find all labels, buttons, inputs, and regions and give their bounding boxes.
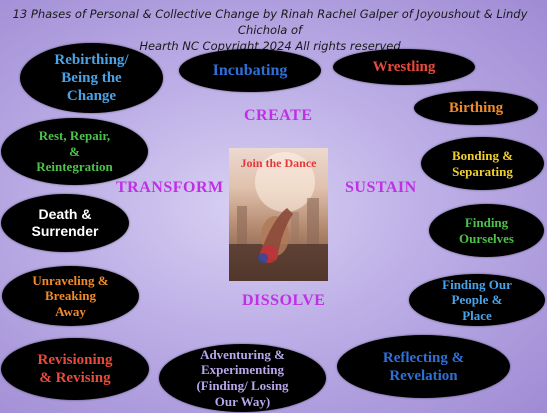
- label-dissolve: DISSOLVE: [242, 292, 326, 309]
- phase-label-line: Being the: [61, 70, 122, 86]
- photo-caption: Join the Dance: [240, 156, 317, 170]
- phase-label-line: Revelation: [389, 367, 458, 384]
- phase-label: Bonding &Separating: [452, 148, 513, 179]
- phase-label-line: Finding Our: [442, 276, 512, 292]
- label-create: CREATE: [244, 107, 313, 124]
- phase-label-line: Wrestling: [372, 59, 436, 75]
- phase-death-surrender: Death &Surrender: [1, 194, 129, 252]
- phase-label: Wrestling: [373, 58, 436, 76]
- dancer-illustration: [229, 152, 328, 281]
- phase-label-line: Rest, Repair,: [38, 128, 111, 144]
- phase-label: Revisioning & Revising: [37, 351, 112, 387]
- dancer-photo: Join the Dance: [229, 148, 328, 281]
- phase-birthing: Birthing: [414, 91, 538, 125]
- phase-label-line: Birthing: [448, 100, 504, 116]
- phase-label-line: Place: [462, 307, 492, 323]
- phase-bonding: Bonding &Separating: [421, 137, 544, 190]
- label-transform: TRANSFORM: [116, 179, 224, 196]
- phase-label-line: Experimenting: [200, 362, 285, 378]
- phase-label: Reflecting &Revelation: [383, 349, 464, 385]
- phase-label-line: Rebirthing/: [54, 52, 129, 68]
- phase-label: Birthing: [449, 99, 503, 117]
- phase-label: Rest, Repair,&Reintegration: [36, 128, 113, 175]
- phase-label: Incubating: [213, 61, 288, 80]
- phase-label-line: Reflecting &: [382, 349, 465, 366]
- phase-label-line: &: [69, 143, 80, 159]
- phase-label-line: (Finding/ Losing: [196, 378, 289, 393]
- phase-label-line: Separating: [452, 163, 513, 179]
- label-sustain: SUSTAIN: [345, 179, 417, 196]
- phase-label-line: Change: [66, 88, 117, 104]
- phase-label-line: Finding: [464, 214, 509, 230]
- phase-label: Death &Surrender: [32, 206, 99, 240]
- diagram-header: 13 Phases of Personal & Collective Chang…: [10, 6, 530, 54]
- phase-label-line: Adventuring &: [200, 346, 285, 362]
- phase-wrestling: Wrestling: [333, 49, 475, 85]
- phase-label-line: Breaking: [44, 288, 97, 304]
- header-line-1: 13 Phases of Personal & Collective Chang…: [12, 7, 528, 37]
- phase-label-line: Unraveling &: [32, 272, 109, 288]
- phase-label-line: & Revising: [39, 370, 111, 386]
- phase-label-line: People &: [451, 292, 503, 308]
- phase-revisioning: Revisioning & Revising: [1, 338, 149, 400]
- phase-adventuring: Adventuring &Experimenting(Finding/ Losi…: [159, 344, 326, 412]
- phase-label-line: Bonding &: [451, 147, 514, 163]
- phase-label-line: Death &: [38, 206, 92, 223]
- phase-reflecting: Reflecting &Revelation: [337, 335, 510, 398]
- phase-label-line: Away: [55, 303, 86, 319]
- phase-label-line: Incubating: [212, 61, 288, 79]
- phase-label-line: Reintegration: [36, 159, 113, 175]
- phase-incubating: Incubating: [179, 49, 321, 92]
- phase-label-line: Our Way): [214, 393, 271, 409]
- phase-label-line: Ourselves: [459, 230, 514, 246]
- header-line-2: Hearth NC Copyright 2024 All rights rese…: [139, 39, 401, 53]
- phase-rest-repair: Rest, Repair,&Reintegration: [1, 118, 148, 185]
- phase-label-line: Surrender: [31, 223, 99, 239]
- phase-label: Adventuring &Experimenting(Finding/ Losi…: [196, 347, 288, 409]
- phase-label-line: Revisioning: [37, 352, 113, 368]
